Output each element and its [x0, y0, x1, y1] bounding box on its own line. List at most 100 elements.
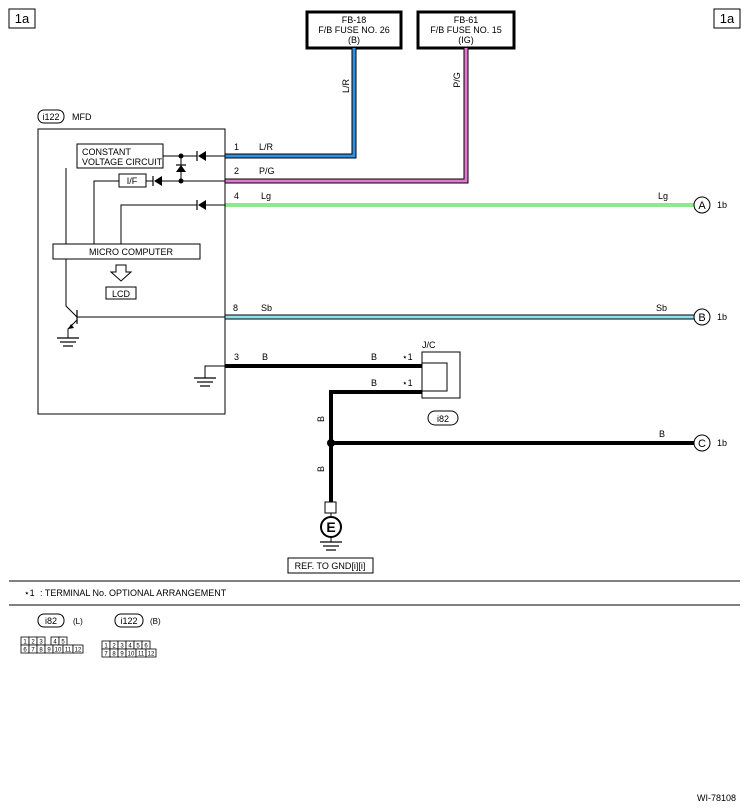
ground-e: E REF. TO GND[i][i] [287, 501, 374, 574]
lcd-label: LCD [112, 289, 131, 299]
connector-c-letter: C [698, 438, 706, 450]
cvc-label-2: VOLTAGE CIRCUIT [82, 157, 163, 167]
connector-pin-number: 1 [104, 644, 108, 650]
page-label-left: 1a [15, 11, 30, 26]
vertical-b-top-label: B [316, 416, 326, 422]
splice-dot [327, 439, 335, 447]
cv-i122-color: (B) [150, 617, 161, 626]
ground-e-letter: E [326, 519, 335, 535]
connector-pin-number: 5 [61, 640, 65, 646]
connector-pin-number: 2 [112, 644, 116, 650]
pin2-number: 2 [234, 166, 239, 176]
pin8-color: Sb [261, 303, 272, 313]
arrow-down-icon [109, 264, 133, 282]
connector-pin-number: 2 [31, 640, 35, 646]
ground-internal-2-icon [194, 377, 216, 387]
figure-code: WI-78108 [697, 793, 736, 803]
fuse-fb61-name: F/B FUSE NO. 15 [430, 25, 502, 35]
mfd-component: i122 MFD CONSTANT VOLTAGE CIRCUIT I/F MI… [37, 109, 226, 415]
connector-b-letter: B [698, 312, 705, 324]
cv-i82-color: (L) [73, 617, 83, 626]
connector-pin-number: 6 [144, 644, 148, 650]
micro-computer-label: MICRO COMPUTER [89, 247, 173, 257]
pin4-right-color: Lg [658, 191, 668, 201]
jc-terminal-mark-1: ⋆1 [402, 352, 413, 362]
jc-lower-color: B [371, 378, 377, 388]
page-label-right: 1a [720, 11, 735, 26]
fuse-fb18-name: F/B FUSE NO. 26 [318, 25, 390, 35]
connector-b-target: 1b [717, 312, 727, 322]
connector-pin-cell [72, 644, 84, 654]
note-mark: ⋆1 [24, 588, 35, 598]
connector-c-target: 1b [717, 438, 727, 448]
wire-lr-vertical-label: L/R [341, 79, 351, 94]
pin2-color: P/G [259, 166, 275, 176]
connector-pin-number: 5 [136, 644, 140, 650]
connector-pin-number: 10 [55, 648, 62, 654]
pin3-jc-color: B [371, 352, 377, 362]
connector-out-a: A 1b [693, 196, 727, 214]
fuse-fb18-id: FB-18 [342, 15, 367, 25]
connector-a-target: 1b [717, 200, 727, 210]
c-line-color: B [659, 429, 665, 439]
wire-lr [225, 48, 357, 159]
diode-pin1-icon [198, 151, 206, 161]
jc-terminal-mark-2: ⋆1 [402, 378, 413, 388]
wire-b-jc-lower [329, 390, 422, 502]
fuse-box-fb18: FB-18 F/B FUSE NO. 26 (B) [305, 10, 403, 50]
joint-connector: J/C ⋆1 ⋆1 i82 [402, 340, 461, 426]
note-text: : TERMINAL No. OPTIONAL ARRANGEMENT [40, 588, 227, 598]
connector-pin-number: 9 [120, 652, 124, 658]
interface-label: I/F [127, 176, 138, 186]
connector-pin-number: 7 [31, 648, 35, 654]
fuse-fb61-tag: (IG) [458, 35, 474, 45]
micro-computer-block [52, 243, 201, 260]
connector-pin-number: 3 [39, 640, 43, 646]
vertical-b-bottom-label: B [316, 466, 326, 472]
mfd-connector-tag [37, 109, 65, 124]
connector-out-c: C 1b [693, 434, 727, 452]
pin8-number: 8 [233, 303, 238, 313]
connector-out-b: B 1b [693, 308, 727, 326]
connector-pin-number: 4 [128, 644, 132, 650]
zener-diode-icon [176, 165, 186, 172]
cv-i82-name: i82 [45, 616, 57, 626]
wire-pg [225, 48, 469, 184]
cvc-label-1: CONSTANT [82, 147, 131, 157]
wire-pg-vertical-label: P/G [452, 72, 462, 88]
connector-a-letter: A [698, 200, 706, 212]
pin4-number: 4 [234, 191, 239, 201]
connector-pin-number: 11 [65, 648, 72, 654]
connector-pin-number: 8 [112, 652, 116, 658]
pin4-color: Lg [261, 191, 271, 201]
connector-pin-cell [145, 648, 157, 658]
lcd-block [105, 286, 137, 300]
pin3-number: 3 [234, 352, 239, 362]
page-label-right-box [713, 8, 741, 29]
fuse-box-fb61: FB-61 F/B FUSE NO. 15 (IG) [416, 10, 516, 50]
jc-connector-tag [427, 410, 459, 426]
jc-connector-id: i82 [437, 414, 449, 424]
fuse-fb18-tag: (B) [348, 35, 360, 45]
connector-pin-number: 4 [53, 640, 57, 646]
pin1-number: 1 [234, 142, 239, 152]
pin1-color: L/R [259, 142, 274, 152]
connector-pin-number: 9 [47, 648, 51, 654]
connector-pin-number: 6 [23, 648, 27, 654]
ground-ref: REF. TO GND[i][i] [295, 561, 366, 571]
connector-pin-number: 7 [104, 652, 108, 658]
mfd-connector-id: i122 [42, 112, 59, 122]
connector-pin-number: 11 [138, 652, 145, 658]
ground-internal-1-icon [57, 337, 79, 347]
jc-name: J/C [422, 340, 436, 350]
pin3-color: B [262, 352, 268, 362]
connector-pin-number: 10 [128, 652, 135, 658]
mfd-name: MFD [72, 112, 92, 122]
connector-pin-number: 3 [120, 644, 124, 650]
pin8-right-color: Sb [656, 303, 667, 313]
connector-pin-number: 8 [39, 648, 43, 654]
cv-i122-name: i122 [120, 616, 137, 626]
